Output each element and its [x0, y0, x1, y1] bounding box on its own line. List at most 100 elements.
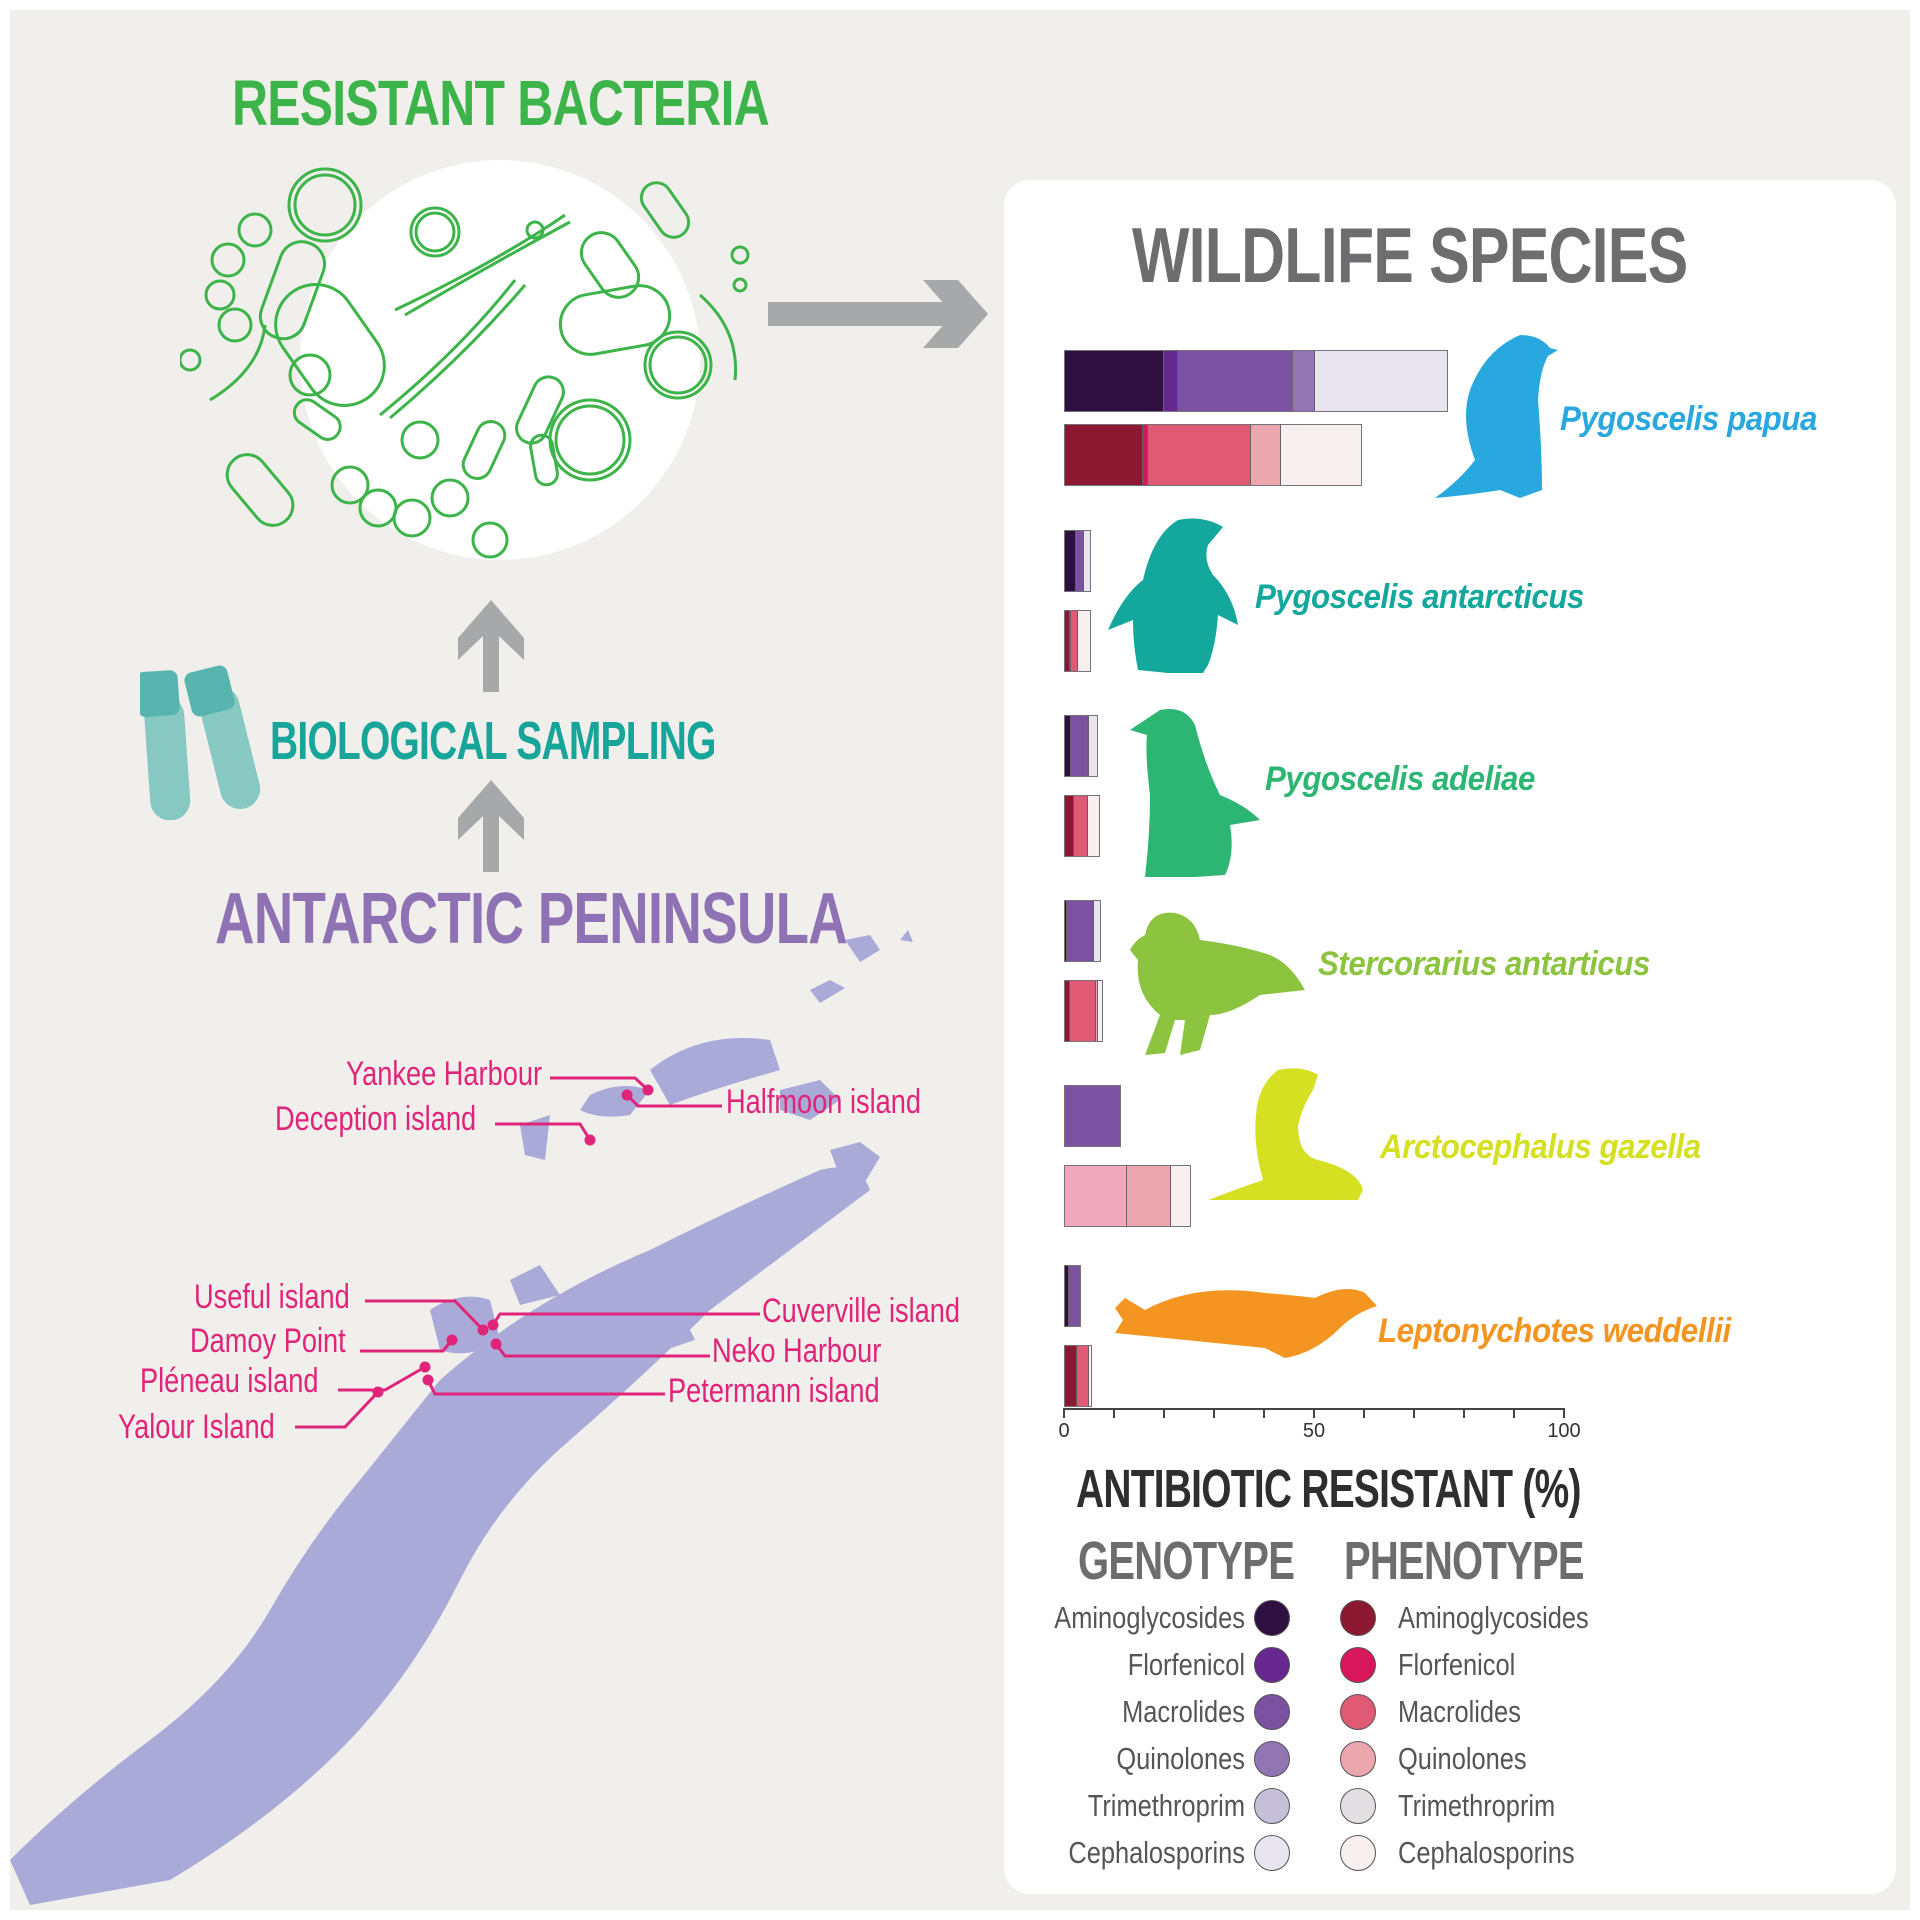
bar-segment-aminoglycosides [1065, 611, 1070, 671]
bar-segment-cephalosporins [1315, 351, 1448, 411]
bar-segment-macrolides [1067, 901, 1094, 961]
bar-segment-aminoglycosides [1065, 796, 1075, 856]
x-tick-label-0: 0 [1058, 1420, 1070, 1442]
bacteria-illustration-icon [180, 160, 750, 560]
bar-segment-macrolides [1070, 716, 1088, 776]
bar-segment-macrolides [1148, 425, 1252, 485]
legend-label: Trimethroprim [1398, 1788, 1556, 1823]
x-tick-label-50: 50 [1302, 1420, 1326, 1442]
x-axis-tick [1363, 1408, 1365, 1418]
x-axis-tick [1313, 1408, 1315, 1418]
bar-segment-quinolones-light- [1065, 1166, 1127, 1226]
genotype-bar [1064, 715, 1099, 777]
legend-swatch-icon [1254, 1600, 1290, 1636]
legend-label: Florfenicol [1127, 1647, 1245, 1682]
bar-segment-cephalosporins [1098, 981, 1102, 1041]
wildlife-species-title: WILDLIFE SPECIES [1132, 211, 1688, 299]
biological-sampling-title: BIOLOGICAL SAMPLING [270, 711, 716, 771]
bar-segment-macrolides [1077, 1346, 1090, 1406]
legend-label: Macrolides [1398, 1694, 1521, 1729]
x-axis-tick [1063, 1408, 1065, 1418]
map-label-useful-island: Useful island [194, 1278, 350, 1316]
bar-segment-aminoglycosides [1065, 531, 1077, 591]
legend-label: Aminoglycosides [1054, 1600, 1245, 1635]
bar-segment-macrolides [1065, 1086, 1121, 1146]
genotype-bar [1064, 900, 1102, 962]
bar-segment-aminoglycosides [1065, 1266, 1070, 1326]
x-axis-tick [1263, 1408, 1265, 1418]
x-axis-tick [1213, 1408, 1215, 1418]
species-name-label: Leptonychotes weddellii [1378, 1312, 1731, 1350]
bar-segment-cephalosporins [1088, 716, 1098, 776]
legend-swatch-icon [1340, 1647, 1376, 1683]
legend-swatch-icon [1340, 1600, 1376, 1636]
bar-segment-macrolides [1069, 1266, 1080, 1326]
genotype-bar [1064, 1265, 1081, 1327]
legend-label: Cephalosporins [1068, 1835, 1245, 1870]
legend-swatch-icon [1254, 1694, 1290, 1730]
gentoo-penguin-icon [1435, 335, 1558, 498]
genotype-bar [1064, 1085, 1122, 1147]
phenotype-bar [1064, 980, 1103, 1042]
legend-swatch-icon [1340, 1788, 1376, 1824]
map-label-cuverville-island: Cuverville island [762, 1292, 961, 1330]
map-label-pleneau-island: Pléneau island [140, 1362, 319, 1400]
species-name-label: Pygoscelis adeliae [1265, 760, 1535, 798]
legend-label: Quinolones [1116, 1741, 1245, 1776]
arrow-up-icon [458, 780, 524, 872]
bar-segment-aminoglycosides [1065, 716, 1071, 776]
bar-segment-florfenicol [1164, 351, 1179, 411]
bar-segment-cephalosporins [1084, 531, 1090, 591]
antarctic-peninsula-title: ANTARCTIC PENINSULA [215, 879, 848, 959]
adelie-penguin-icon [1130, 709, 1260, 877]
legend-swatch-icon [1254, 1788, 1290, 1824]
legend-label: Cephalosporins [1398, 1835, 1575, 1870]
legend-swatch-icon [1254, 1647, 1290, 1683]
bar-segment-quinolones [1251, 425, 1282, 485]
legend-label: Quinolones [1398, 1741, 1527, 1776]
bar-segment-cephalosporins [1078, 611, 1090, 671]
x-axis-tick [1463, 1408, 1465, 1418]
x-axis-tick [1113, 1408, 1115, 1418]
map-label-yalour-island: Yalour Island [118, 1408, 275, 1446]
legend-swatch-icon [1340, 1835, 1376, 1871]
bar-segment-macrolides [1178, 351, 1294, 411]
bar-segment-macrolides [1076, 531, 1085, 591]
phenotype-bar [1064, 424, 1363, 486]
bar-segment-aminoglycosides [1065, 901, 1068, 961]
legend-swatch-icon [1340, 1694, 1376, 1730]
map-label-damoy-point: Damoy Point [190, 1322, 346, 1360]
legend-phenotype-title: PHENOTYPE [1344, 1531, 1585, 1591]
bar-segment-florfenicol [1069, 611, 1072, 671]
x-axis-tick [1163, 1408, 1165, 1418]
bar-segment-cephalosporins [1087, 796, 1099, 856]
map-label-neko-harbour: Neko Harbour [712, 1332, 882, 1370]
skua-bird-icon [1130, 912, 1305, 1055]
bar-segment-aminoglycosides [1065, 425, 1144, 485]
genotype-bar [1064, 350, 1449, 412]
x-tick-label-100: 100 [1547, 1420, 1581, 1442]
map-label-petermann-island: Petermann island [668, 1372, 880, 1410]
phenotype-bar [1064, 1165, 1191, 1227]
bar-segment-cephalosporins [1171, 1166, 1190, 1226]
phenotype-bar [1064, 795, 1100, 857]
x-axis-tick [1513, 1408, 1515, 1418]
bar-segment-aminoglycosides [1065, 351, 1165, 411]
map-label-deception-island: Deception island [275, 1100, 477, 1138]
species-name-label: Arctocephalus gazella [1380, 1128, 1701, 1166]
genotype-bar [1064, 530, 1091, 592]
bar-segment-aminoglycosides [1065, 1346, 1078, 1406]
species-name-label: Pygoscelis papua [1560, 400, 1817, 438]
antarctic-peninsula-map [10, 930, 913, 1905]
bar-segment-macrolides [1069, 981, 1097, 1041]
bar-segment-quinolones [1087, 716, 1089, 776]
arrow-right-icon [768, 280, 988, 348]
legend-label: Macrolides [1122, 1694, 1245, 1729]
phenotype-bar [1064, 1345, 1092, 1407]
bar-segment-macrolides [1071, 611, 1079, 671]
legend-swatch-icon [1254, 1741, 1290, 1777]
arrow-up-icon [458, 600, 524, 692]
legend-genotype-title: GENOTYPE [1078, 1531, 1295, 1591]
legend-label: Florfenicol [1398, 1647, 1516, 1682]
legend-swatch-icon [1340, 1741, 1376, 1777]
